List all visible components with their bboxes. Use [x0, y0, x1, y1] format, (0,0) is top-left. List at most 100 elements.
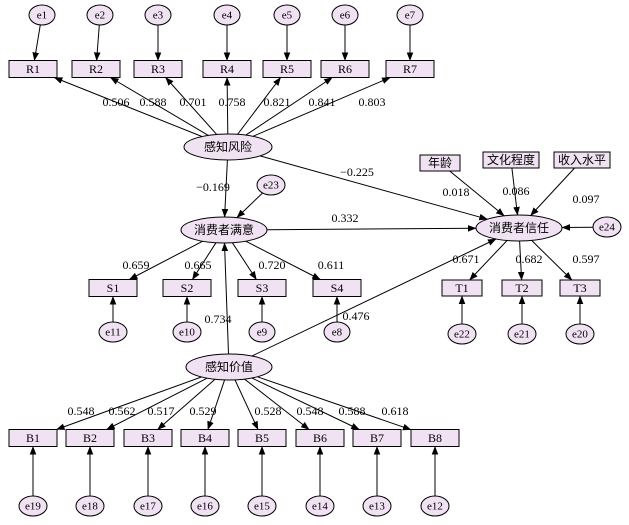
coefficient-risk-R2: 0.588 — [140, 95, 167, 109]
path-value-B2 — [106, 377, 208, 430]
indicator-shape-B2 — [65, 429, 115, 447]
edges-layer — [29, 24, 594, 496]
error-node-e7: e7 — [396, 4, 424, 26]
indicator-shape-B7 — [352, 429, 402, 447]
path-risk-R7 — [252, 77, 391, 137]
indicator-shape-B6 — [295, 429, 345, 447]
path-value-B4 — [207, 379, 226, 430]
indicator-shape-T2 — [501, 279, 543, 297]
node-label-e4: e4 — [222, 10, 233, 22]
indicator-shape-R4 — [202, 60, 252, 78]
node-label-sat: 消费者满意 — [194, 222, 254, 237]
latent-node-value: 感知价值 — [185, 353, 273, 381]
node-label-T3: T3 — [573, 281, 586, 295]
indicator-shape-B8 — [410, 429, 460, 447]
node-label-income: 收入水平 — [558, 153, 606, 167]
error-node-e15: e15 — [247, 495, 277, 517]
indicator-node-R7: R7 — [385, 60, 435, 78]
error-node-e17: e17 — [133, 495, 163, 517]
error-node-e18: e18 — [75, 495, 105, 517]
node-label-R2: R2 — [89, 62, 103, 76]
node-label-e5: e5 — [282, 10, 293, 22]
node-label-e19: e19 — [25, 501, 41, 513]
error-node-e9: e9 — [248, 321, 276, 343]
indicator-shape-R1 — [8, 60, 58, 78]
node-label-e11: e11 — [105, 327, 120, 339]
node-label-B4: B4 — [198, 431, 212, 445]
error-shape-e5 — [273, 4, 301, 26]
error-node-e6: e6 — [331, 4, 359, 26]
error-node-e10: e10 — [172, 321, 202, 343]
error-shape-e6 — [331, 4, 359, 26]
node-label-e13: e13 — [369, 501, 385, 513]
indicator-node-R2: R2 — [71, 60, 121, 78]
indicator-shape-T3 — [559, 279, 601, 297]
node-label-T2: T2 — [515, 281, 528, 295]
error-shape-e18 — [75, 495, 105, 517]
error-shape-e14 — [305, 495, 335, 517]
node-label-R1: R1 — [26, 62, 40, 76]
error-shape-e19 — [18, 495, 48, 517]
coefficient-sat-trust: 0.332 — [332, 211, 359, 225]
error-shape-e1 — [28, 4, 56, 26]
indicator-node-R1: R1 — [8, 60, 58, 78]
node-label-B1: B1 — [26, 431, 40, 445]
node-label-e18: e18 — [82, 501, 98, 513]
observed-shape-income — [553, 151, 611, 169]
indicator-shape-B1 — [8, 429, 58, 447]
indicator-node-B5: B5 — [237, 429, 287, 447]
node-label-S4: S4 — [331, 281, 344, 295]
indicator-shape-R5 — [262, 60, 312, 78]
error-shape-e8 — [323, 321, 351, 343]
path-risk-R5 — [237, 77, 281, 135]
coefficient-value-B6: 0.548 — [297, 404, 324, 418]
node-label-S2: S2 — [181, 281, 194, 295]
error-node-e4: e4 — [213, 4, 241, 26]
node-label-B8: B8 — [428, 431, 442, 445]
path-value-B3 — [157, 378, 216, 430]
indicator-node-B6: B6 — [295, 429, 345, 447]
error-shape-e4 — [213, 4, 241, 26]
node-label-age: 年龄 — [428, 156, 452, 170]
path-sat-trust — [266, 225, 477, 232]
indicator-node-S2: S2 — [162, 279, 212, 297]
error-shape-e7 — [396, 4, 424, 26]
path-sat-S4 — [245, 240, 321, 280]
node-label-e12: e12 — [427, 501, 443, 513]
observed-node-edu: 文化程度 — [482, 151, 540, 169]
observed-node-age: 年龄 — [419, 154, 461, 172]
indicator-shape-S1 — [88, 279, 138, 297]
node-label-trust: 消费者信任 — [489, 221, 549, 235]
coefficient-sat-S3: 0.720 — [259, 258, 286, 272]
error-node-e5: e5 — [273, 4, 301, 26]
error-node-e1: e1 — [28, 4, 56, 26]
node-label-edu: 文化程度 — [487, 152, 535, 167]
node-label-e24: e24 — [599, 222, 615, 234]
error-shape-e22 — [447, 323, 477, 345]
node-label-e9: e9 — [257, 327, 268, 339]
node-label-e2: e2 — [95, 10, 105, 22]
error-node-e11: e11 — [98, 321, 128, 343]
path-risk-R2 — [110, 77, 209, 136]
coefficient-sat-S1: 0.659 — [123, 258, 150, 272]
node-label-R7: R7 — [403, 62, 417, 76]
coefficient-sat-S2: 0.665 — [185, 258, 212, 272]
path-risk-R4 — [223, 77, 231, 135]
coefficient-sat-S4: 0.611 — [318, 258, 345, 272]
coefficient-value-sat: 0.734 — [205, 312, 232, 326]
indicator-shape-S2 — [162, 279, 212, 297]
node-label-S3: S3 — [256, 281, 269, 295]
node-label-e7: e7 — [405, 10, 416, 22]
path-sat-S1 — [128, 240, 203, 280]
indicator-node-S3: S3 — [237, 279, 287, 297]
indicator-shape-S4 — [312, 279, 362, 297]
coefficient-edu-trust: 0.086 — [503, 184, 530, 198]
node-label-B6: B6 — [313, 431, 327, 445]
indicator-node-T2: T2 — [501, 279, 543, 297]
coefficient-risk-R1: 0.506 — [103, 95, 130, 109]
node-label-e23: e23 — [263, 180, 279, 192]
coefficient-value-B4: 0.529 — [190, 404, 217, 418]
indicator-shape-R3 — [133, 60, 183, 78]
error-shape-e21 — [507, 323, 537, 345]
indicator-node-S1: S1 — [88, 279, 138, 297]
